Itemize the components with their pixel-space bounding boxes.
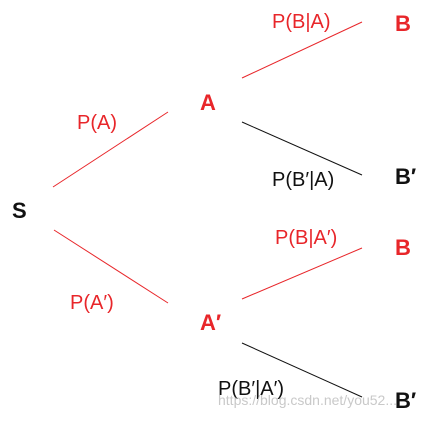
label-p-b-prime-given-a: P(B′|A) — [272, 169, 335, 191]
edge-s-to-a — [52, 111, 169, 188]
node-b-from-a-prime: B — [395, 235, 411, 260]
edge-a-prime-to-b — [241, 247, 363, 300]
label-p-a-prime: P(A′) — [70, 292, 114, 314]
node-b-prime-from-a-prime: B′ — [395, 388, 417, 413]
edge-s-to-a-prime — [53, 229, 169, 304]
edge-a-prime-to-b-prime — [241, 342, 363, 398]
watermark: https://blog.csdn.net/you52... — [218, 392, 398, 408]
node-b-prime-from-a: B′ — [395, 164, 417, 189]
node-a: A — [200, 90, 216, 115]
edge-a-to-b-prime — [241, 121, 363, 176]
node-a-prime: A′ — [200, 310, 222, 335]
label-p-a: P(A) — [77, 112, 117, 134]
node-b-from-a: B — [395, 11, 411, 36]
node-s: S — [12, 198, 27, 223]
edge-a-to-b — [241, 21, 363, 79]
label-p-b-given-a: P(B|A) — [272, 11, 331, 33]
label-p-b-given-a-prime: P(B|A′) — [275, 227, 338, 249]
label-p-b-prime-given-a-prime: P(B′|A′) — [218, 378, 285, 400]
